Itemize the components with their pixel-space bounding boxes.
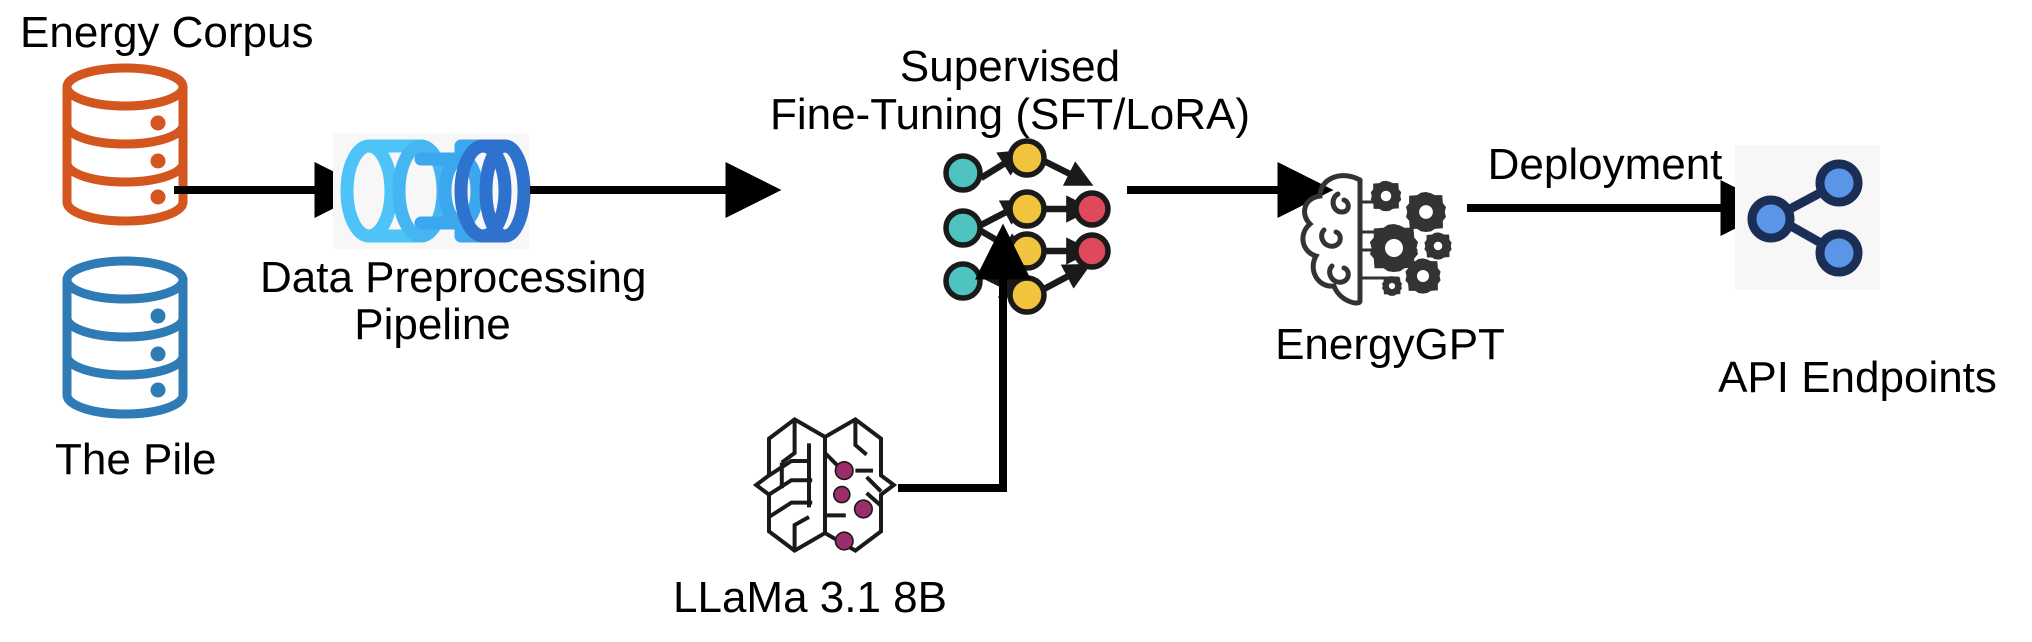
api-endpoints-share-icon	[1735, 145, 1880, 290]
energy-corpus-database-icon	[55, 62, 195, 227]
arrow-energygpt-to-api	[1465, 180, 1777, 236]
energygpt-label: EnergyGPT	[1275, 320, 1505, 369]
llama-circuit-brain-icon	[745, 405, 905, 565]
the-pile-label: The Pile	[55, 435, 217, 484]
arrow-llama-to-sft	[890, 223, 1031, 500]
arrow-sft-to-energygpt	[1125, 162, 1334, 218]
data-preprocessing-pipeline-icon	[333, 133, 531, 249]
arrow-corpus-to-pipeline	[172, 162, 371, 218]
arrow-pipeline-to-sft	[528, 162, 782, 218]
sft-label-line2: Fine-Tuning (SFT/LoRA)	[769, 90, 1251, 139]
energygpt-brain-gears-icon	[1298, 168, 1473, 313]
the-pile-database-icon	[55, 255, 195, 420]
deployment-label: Deployment	[1487, 140, 1723, 189]
energy-corpus-label: Energy Corpus	[20, 8, 314, 57]
api-endpoints-label: API Endpoints	[1718, 353, 1997, 402]
data-preprocessing-label-line2: Pipeline	[354, 300, 511, 349]
data-preprocessing-label-line1: Data Preprocessing	[260, 253, 647, 302]
llama-label: LLaMa 3.1 8B	[673, 573, 947, 622]
sft-label-line1: Supervised	[899, 42, 1121, 91]
neural-network-icon	[938, 138, 1120, 315]
